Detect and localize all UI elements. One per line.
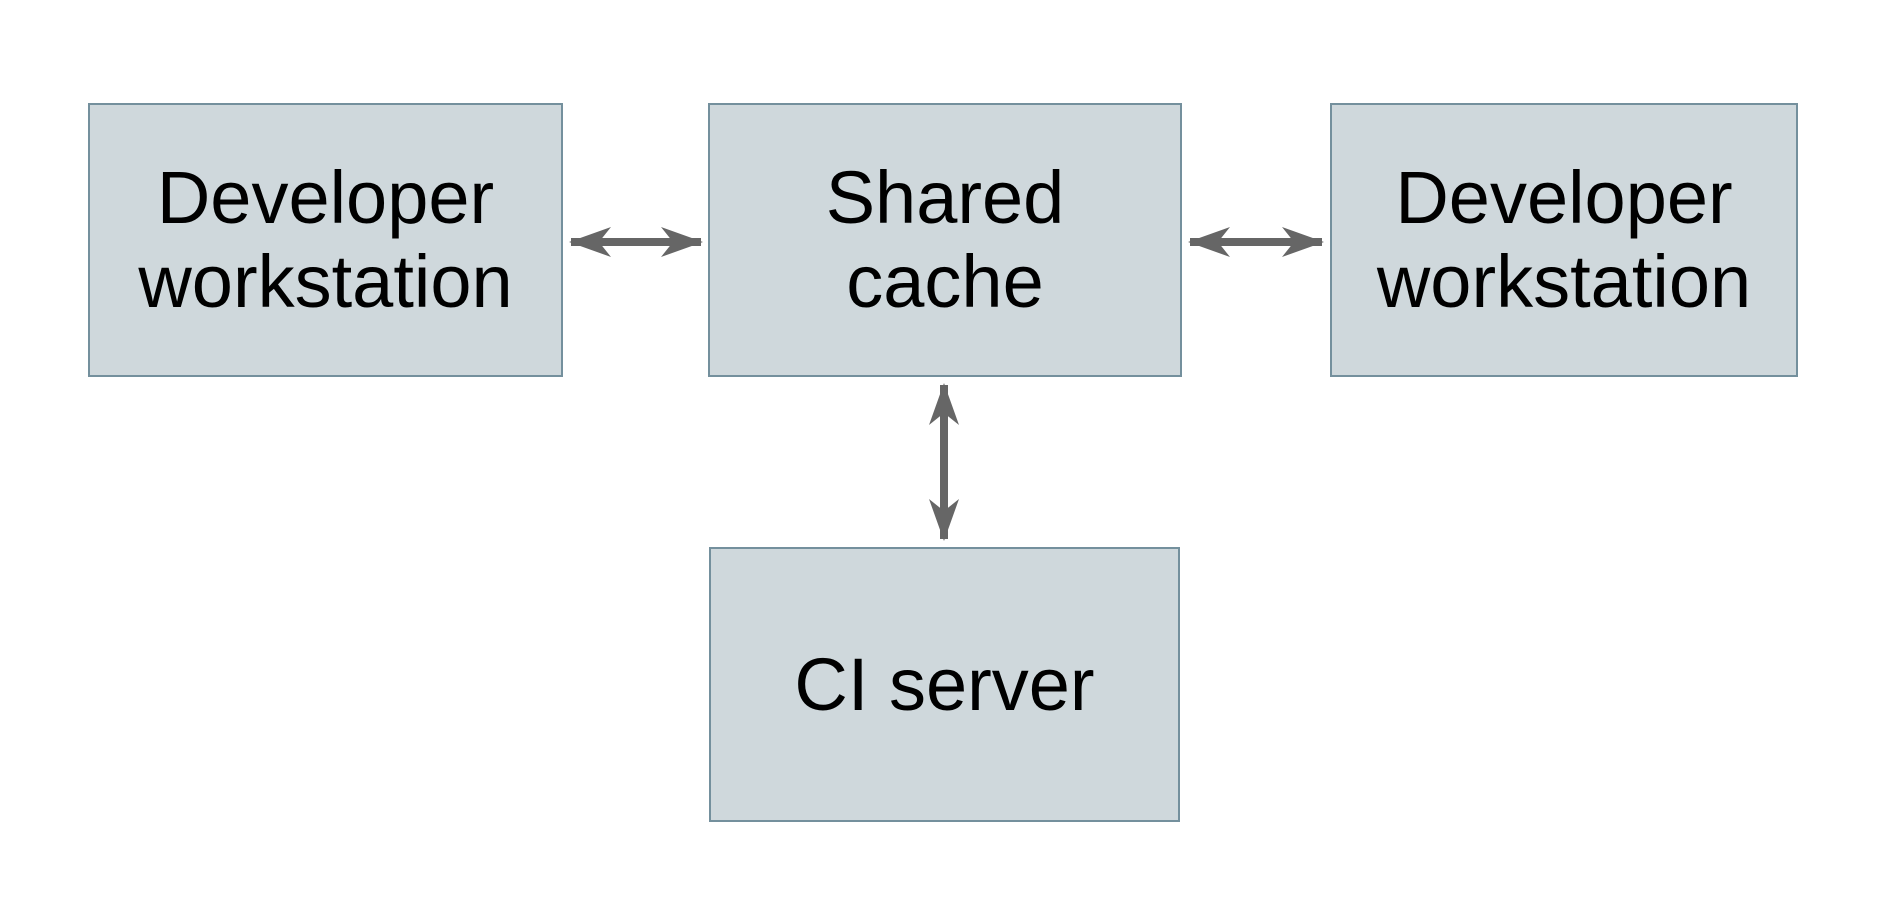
node-developer-workstation-right: Developer workstation [1330,103,1798,377]
node-label-line: cache [846,240,1044,323]
node-label-line: Developer [1395,156,1733,239]
node-label-line: Shared [825,156,1065,239]
node-developer-workstation-left: Developer workstation [88,103,563,377]
node-label-line: workstation [1376,240,1752,323]
node-ci-server: CI server [709,547,1180,822]
node-shared-cache: Shared cache [708,103,1182,377]
node-label-line: CI server [794,642,1095,726]
node-label-line: workstation [138,240,513,323]
node-label-line: Developer [156,156,495,239]
